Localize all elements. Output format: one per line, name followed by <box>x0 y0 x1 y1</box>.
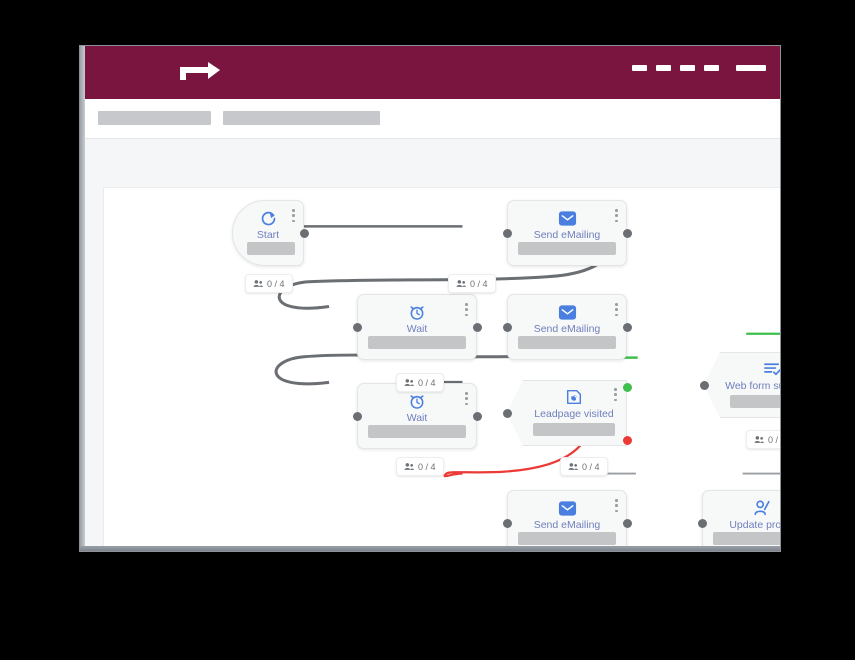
port-in-send-emailing-2[interactable] <box>503 323 512 332</box>
badge-wait-2-top: 0 / 4 <box>396 373 444 392</box>
leadpage-icon <box>564 388 584 406</box>
header-placeholder-2[interactable] <box>656 65 671 71</box>
node-label-web-form-submitted: Web form submitted <box>725 380 780 392</box>
user-edit-icon <box>752 499 772 517</box>
node-send-emailing-3[interactable]: Send eMailing <box>507 490 627 546</box>
node-wait-2[interactable]: Wait <box>357 383 477 449</box>
badge-text-web-form-submitted: 0 / 3 <box>768 434 780 445</box>
window-edge-bottom <box>80 546 780 551</box>
port-in-web-form-submitted[interactable] <box>700 381 709 390</box>
node-wait-1[interactable]: Wait <box>357 294 477 360</box>
form-check-icon <box>762 360 780 378</box>
window-edge-left <box>80 46 85 551</box>
envelope-icon <box>557 303 577 321</box>
node-update-profile[interactable]: Update profile <box>702 490 780 546</box>
alarm-clock-icon <box>407 303 427 321</box>
badge-wait-2-bottom: 0 / 4 <box>396 457 444 476</box>
node-web-form-submitted[interactable]: Web form submitted <box>704 352 780 418</box>
toolbar <box>85 99 780 139</box>
node-field-send-emailing-1[interactable] <box>518 242 616 255</box>
node-field-send-emailing-3[interactable] <box>518 532 616 545</box>
node-field-wait-2[interactable] <box>368 425 466 438</box>
node-field-update-profile[interactable] <box>713 532 780 545</box>
alarm-clock-icon <box>407 392 427 410</box>
header-actions <box>632 65 766 71</box>
header-placeholder-4[interactable] <box>704 65 719 71</box>
node-label-send-emailing-3: Send eMailing <box>533 519 601 531</box>
workflow-canvas-background[interactable]: Start 0 / 4 <box>85 139 780 546</box>
node-label-send-emailing-2: Send eMailing <box>533 323 601 335</box>
node-menu-wait-1[interactable] <box>465 303 468 316</box>
badge-web-form-submitted: 0 / 3 <box>746 430 780 449</box>
port-in-update-profile[interactable] <box>698 519 707 528</box>
browser-window: Start 0 / 4 <box>80 46 780 551</box>
header-placeholder-5[interactable] <box>736 65 766 71</box>
badge-start: 0 / 4 <box>245 274 293 293</box>
badge-leadpage-visited: 0 / 4 <box>560 457 608 476</box>
port-out-send-emailing-2[interactable] <box>623 323 632 332</box>
node-send-emailing-1[interactable]: Send eMailing <box>507 200 627 266</box>
workflow-edges <box>274 224 780 478</box>
badge-send-emailing-1: 0 / 4 <box>448 274 496 293</box>
node-label-send-emailing-1: Send eMailing <box>533 229 601 241</box>
node-field-web-form-submitted[interactable] <box>730 395 780 408</box>
tab-placeholder-2[interactable] <box>223 111 380 125</box>
tab-placeholder-1[interactable] <box>98 111 211 125</box>
node-start[interactable]: Start <box>232 200 304 266</box>
refresh-circle-icon <box>258 209 278 227</box>
node-menu-send-emailing-3[interactable] <box>615 499 618 512</box>
port-out-send-emailing-1[interactable] <box>623 229 632 238</box>
node-menu-start[interactable] <box>292 209 295 222</box>
node-leadpage-visited[interactable]: Leadpage visited <box>507 380 627 446</box>
node-label-start: Start <box>256 229 280 241</box>
node-label-wait-2: Wait <box>406 412 428 424</box>
port-out-false-leadpage-visited[interactable] <box>623 436 632 445</box>
port-out-wait-1[interactable] <box>473 323 482 332</box>
app-header <box>85 46 780 99</box>
node-send-emailing-2[interactable]: Send eMailing <box>507 294 627 360</box>
node-menu-wait-2[interactable] <box>465 392 468 405</box>
node-menu-send-emailing-2[interactable] <box>615 303 618 316</box>
node-field-start[interactable] <box>247 242 295 255</box>
workflow-canvas[interactable]: Start 0 / 4 <box>103 187 780 546</box>
node-label-leadpage-visited: Leadpage visited <box>534 408 614 420</box>
port-in-send-emailing-1[interactable] <box>503 229 512 238</box>
node-menu-send-emailing-1[interactable] <box>615 209 618 222</box>
badge-text-leadpage-visited: 0 / 4 <box>582 461 600 472</box>
brand-logo[interactable] <box>178 58 222 85</box>
port-in-wait-2[interactable] <box>353 412 362 421</box>
header-placeholder-1[interactable] <box>632 65 647 71</box>
node-menu-leadpage-visited[interactable] <box>614 388 617 401</box>
port-out-wait-2[interactable] <box>473 412 482 421</box>
node-label-wait-1: Wait <box>406 323 428 335</box>
port-out-start[interactable] <box>300 229 309 238</box>
envelope-icon <box>557 209 577 227</box>
node-field-leadpage-visited[interactable] <box>533 423 615 436</box>
node-label-update-profile: Update profile <box>729 519 780 531</box>
node-field-wait-1[interactable] <box>368 336 466 349</box>
badge-text-wait-2-bottom: 0 / 4 <box>418 461 436 472</box>
badge-text-start: 0 / 4 <box>267 278 285 289</box>
port-in-wait-1[interactable] <box>353 323 362 332</box>
envelope-icon <box>557 499 577 517</box>
port-out-true-leadpage-visited[interactable] <box>623 383 632 392</box>
port-out-send-emailing-3[interactable] <box>623 519 632 528</box>
node-field-send-emailing-2[interactable] <box>518 336 616 349</box>
header-placeholder-3[interactable] <box>680 65 695 71</box>
port-in-leadpage-visited[interactable] <box>503 409 512 418</box>
badge-text-send-emailing-1: 0 / 4 <box>470 278 488 289</box>
port-in-send-emailing-3[interactable] <box>503 519 512 528</box>
badge-text-wait-2-top: 0 / 4 <box>418 377 436 388</box>
